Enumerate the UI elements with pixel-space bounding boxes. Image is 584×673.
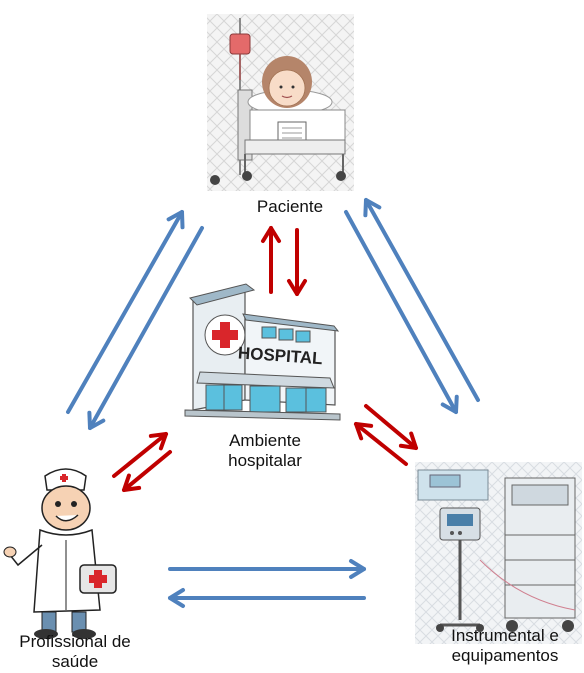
medical-equipment-icon bbox=[415, 462, 582, 644]
arrow-environment-to-professional bbox=[122, 450, 172, 492]
arrow-professional-to-equipment bbox=[168, 559, 366, 579]
arrow-professional-to-environment bbox=[112, 432, 168, 478]
arrow-patient-to-equipment bbox=[344, 210, 459, 414]
arrow-equipment-to-patient bbox=[363, 198, 480, 402]
arrows-layer bbox=[66, 198, 480, 608]
professional-label-line2: saúde bbox=[51, 652, 99, 672]
node-label-patient: Paciente bbox=[210, 197, 370, 217]
arrow-patient-to-professional bbox=[87, 226, 204, 430]
hospital-building-icon: HOSPITAL bbox=[184, 283, 341, 421]
professional-label-line1: Profissional de bbox=[19, 632, 131, 651]
patient-label: Paciente bbox=[256, 197, 324, 216]
equipment-label-line1: Instrumental e bbox=[451, 626, 559, 645]
node-label-environment: Ambiente hospitalar bbox=[200, 431, 330, 472]
environment-label-line2: hospitalar bbox=[228, 451, 302, 471]
doctor-icon bbox=[3, 468, 117, 639]
arrow-environment-to-equipment bbox=[364, 404, 418, 450]
arrow-patient-to-environment bbox=[287, 228, 307, 296]
arrow-professional-to-patient bbox=[66, 210, 185, 414]
node-label-professional: Profissional de saúde bbox=[0, 632, 150, 673]
arrow-equipment-to-professional bbox=[168, 588, 366, 608]
environment-label-line1: Ambiente bbox=[229, 431, 301, 450]
arrow-environment-to-patient bbox=[261, 226, 281, 294]
equipment-label-line2: equipamentos bbox=[451, 646, 559, 666]
patient-in-hospital-bed-icon bbox=[207, 14, 354, 191]
node-label-equipment: Instrumental e equipamentos bbox=[430, 626, 580, 667]
arrow-equipment-to-environment bbox=[354, 422, 408, 466]
